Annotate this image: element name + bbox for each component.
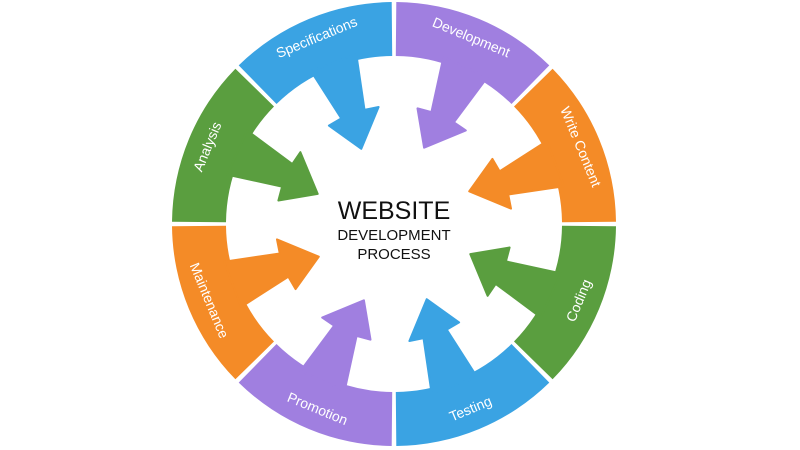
center-subtitle-line1: DEVELOPMENT [337,227,450,244]
arrow-analysis [226,129,319,202]
arrow-promotion [299,299,372,392]
arrow-coding [469,246,562,319]
segment-testing [395,344,550,446]
arrow-write-content [468,140,565,210]
segment-maintenance [172,225,274,380]
center-subtitle-line2: PROCESS [357,246,430,263]
arrow-testing [408,298,478,395]
segment-coding [514,225,616,380]
segment-write-content [514,68,616,223]
arrow-development [416,56,489,149]
segment-development [395,2,550,104]
segment-promotion [238,344,393,446]
arrow-specifications [310,53,380,150]
segment-specifications [238,2,393,104]
center-title: WEBSITE [338,197,451,225]
arrows-layer [223,53,565,395]
center-text: WEBSITE DEVELOPMENT PROCESS [337,197,450,263]
arrow-maintenance [223,238,320,308]
segment-analysis [172,68,274,223]
segments-layer [172,2,616,446]
